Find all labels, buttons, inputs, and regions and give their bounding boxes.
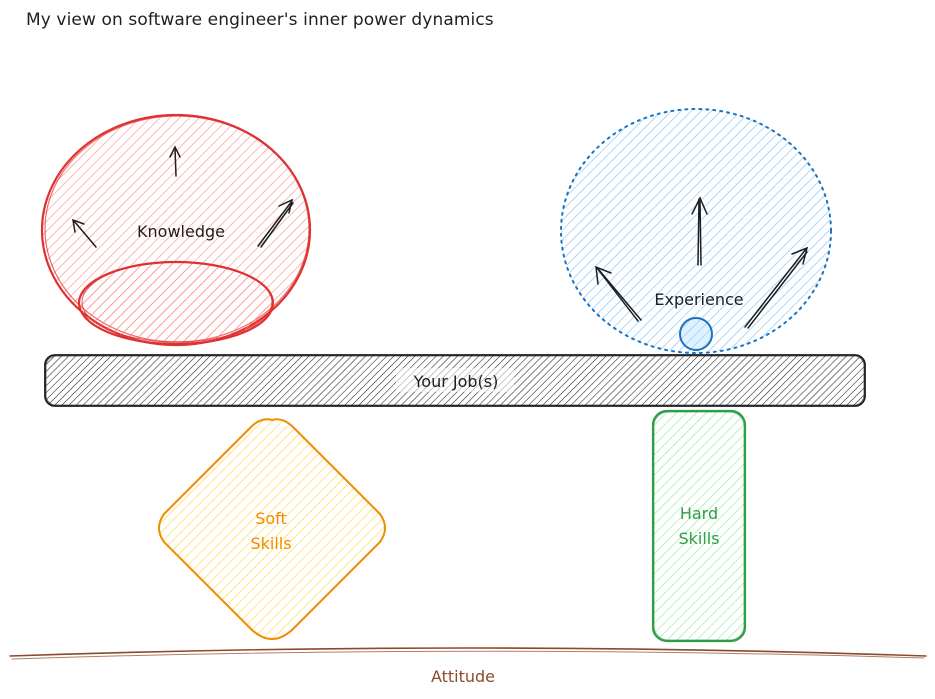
arrow-up-icon [691, 196, 708, 266]
soft-skills-label-line1: Soft [255, 509, 287, 528]
soft-skills-label-line2: Skills [250, 534, 291, 553]
arrow-up-left-icon [72, 218, 97, 248]
job-label-backdrop [396, 368, 514, 392]
knowledge-label: Knowledge [137, 222, 225, 241]
hard-skills-label-line1: Hard [680, 504, 718, 523]
arrow-up-right-icon [257, 198, 294, 248]
experience-bubble [560, 108, 832, 354]
diagram-title: My view on software engineer's inner pow… [26, 10, 494, 30]
attitude-label: Attitude [431, 667, 495, 686]
hard-skills-box [651, 409, 747, 643]
hard-skills-label-line2: Skills [678, 529, 719, 548]
experience-label: Experience [654, 290, 743, 309]
attitude-ground-line [9, 647, 927, 660]
arrow-up-right-icon [744, 246, 809, 329]
knowledge-arrows [72, 145, 294, 248]
job-label: Your Job(s) [413, 372, 499, 391]
arrow-up-left-icon [595, 265, 642, 322]
experience-arrows [595, 196, 809, 329]
knowledge-bubble [40, 113, 312, 347]
soft-skills-diamond [158, 418, 386, 640]
arrow-up-icon [169, 145, 181, 177]
